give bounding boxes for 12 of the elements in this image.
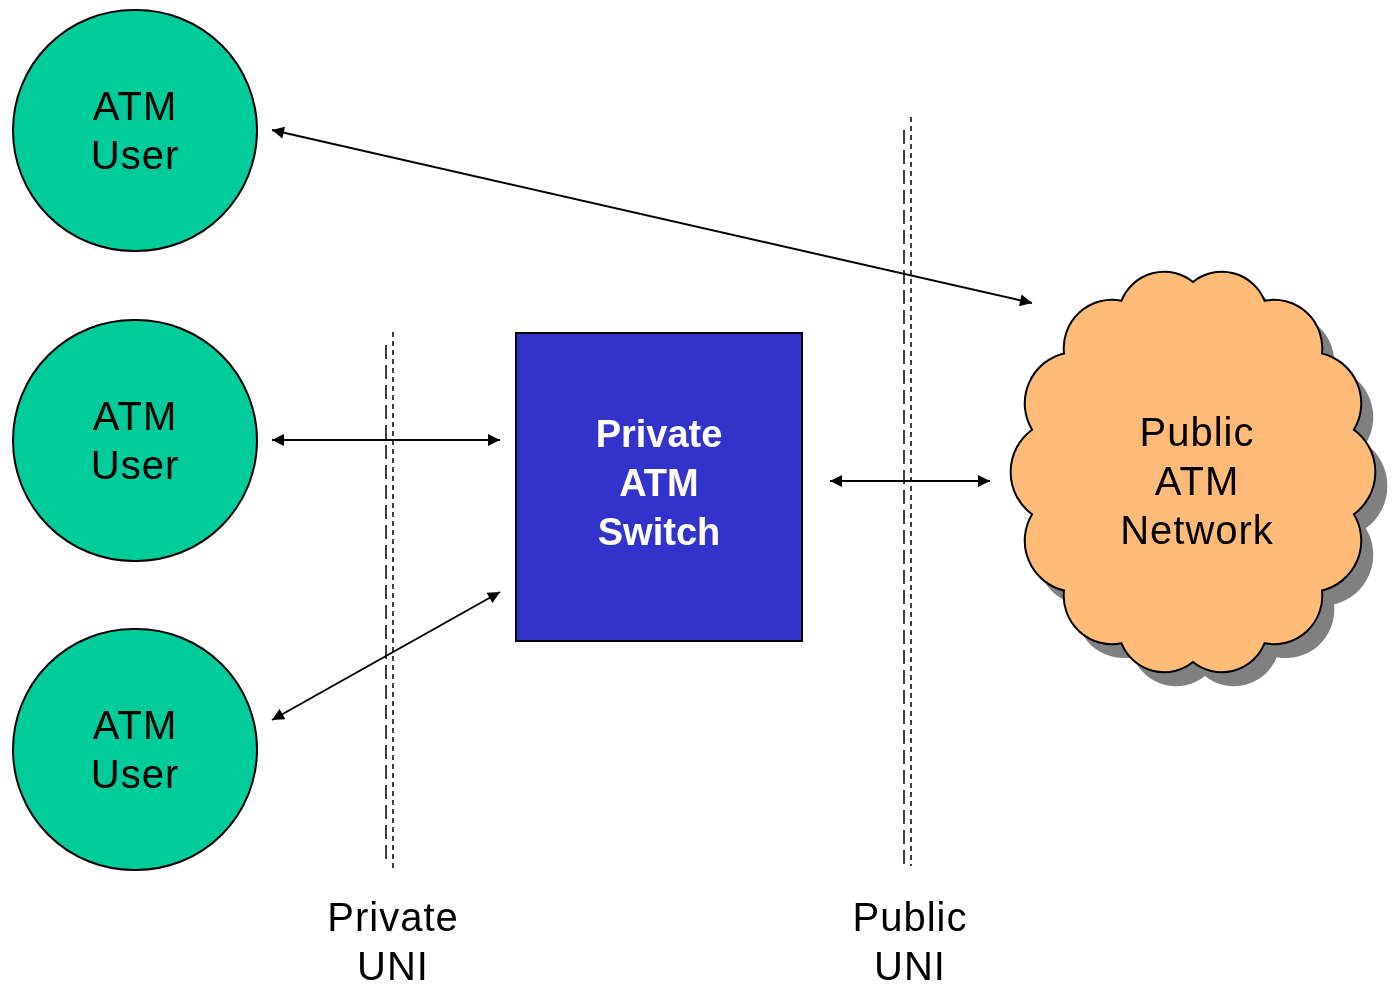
interface-label: Public UNI	[851, 894, 969, 986]
connector-arrow	[271, 591, 501, 721]
connector-arrow	[271, 126, 1033, 307]
node-label: Public ATM Network	[1119, 408, 1275, 554]
switch-box	[515, 332, 803, 642]
interface-label: Private UNI	[326, 894, 460, 986]
node-label: ATM User	[89, 701, 181, 798]
node-label: ATM User	[89, 82, 181, 179]
connector-arrow	[829, 475, 991, 487]
node-label: Private ATM Switch	[594, 412, 724, 555]
node-label: ATM User	[89, 392, 181, 489]
connector-arrow	[271, 434, 501, 446]
